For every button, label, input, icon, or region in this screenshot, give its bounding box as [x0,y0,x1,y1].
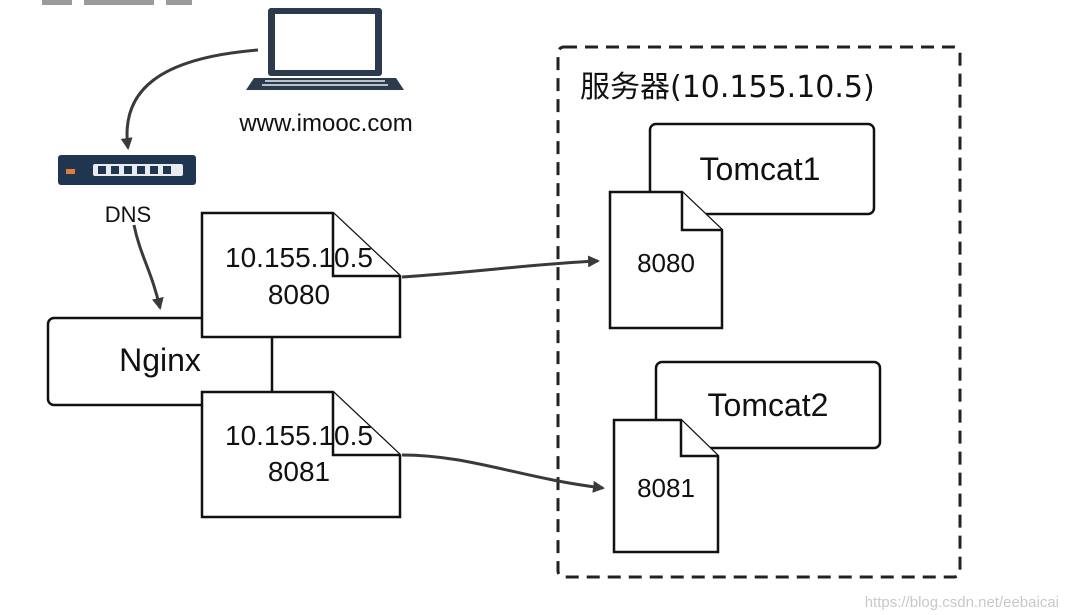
tomcat2-port: 8081 [637,473,695,503]
server-title: 服务器(10.155.10.5) [580,70,875,105]
nginx-upstream-note-2 [200,390,402,519]
dns-to-nginx-arrow [132,224,164,310]
upstream-1-to-tomcat1-arrow [401,255,600,279]
watermark: https://blog.csdn.net/eebaicai [864,594,1059,611]
server-container [556,45,962,579]
upstream-1-port: 8080 [268,279,330,310]
tomcat2-label: Tomcat2 [708,387,829,423]
tomcat2-box [654,360,882,450]
laptop-to-dns-arrow [120,48,259,150]
network-switch-icon [58,155,196,185]
tomcat1-port: 8080 [637,248,695,278]
upstream-2-port: 8081 [268,456,330,487]
cropped-header-fragment [42,0,192,5]
tomcat2-port-note [612,418,720,554]
upstream-2-to-tomcat2-arrow [401,453,605,493]
tomcat1-box [648,122,876,216]
nginx-upstream-note-1 [200,211,402,339]
tomcat1-port-note [608,190,724,330]
dns-label: DNS [105,202,151,227]
upstream-1-ip: 10.155.10.5 [225,242,373,273]
upstream-2-ip: 10.155.10.5 [225,420,373,451]
laptop-label: www.imooc.com [238,110,412,137]
tomcat1-label: Tomcat1 [700,151,821,187]
nginx-box [46,316,274,407]
nginx-label: Nginx [119,342,201,378]
laptop-icon [246,8,404,90]
